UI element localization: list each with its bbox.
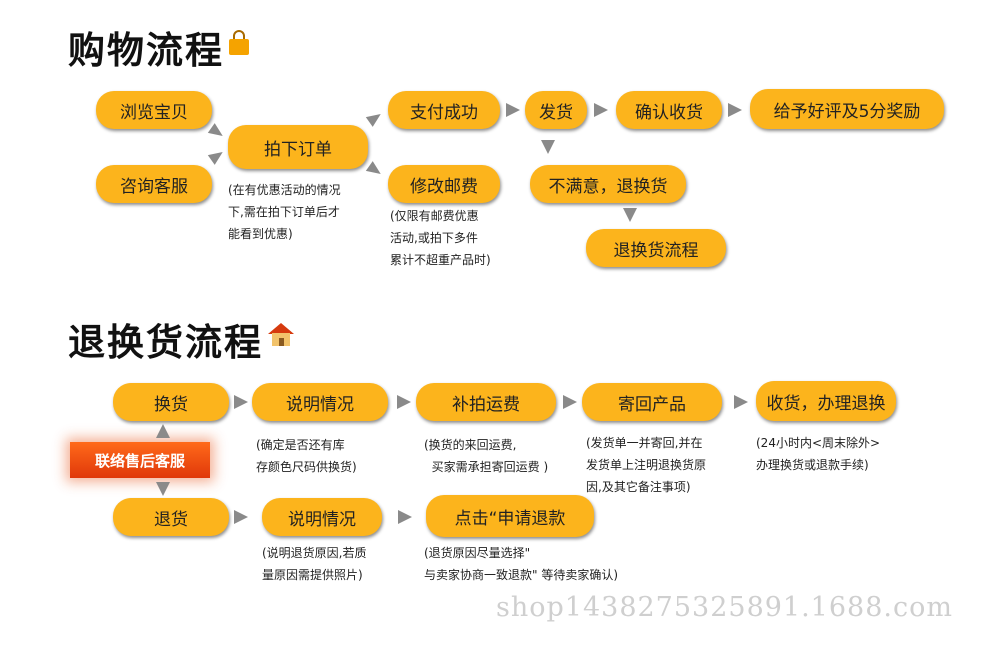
arrow-icon — [623, 208, 637, 222]
arrow-icon — [734, 395, 748, 409]
arrow-icon — [506, 103, 520, 117]
arrow-icon — [156, 424, 170, 438]
step-ship[interactable]: 发货 — [525, 91, 587, 129]
step-repay-shipping[interactable]: 补拍运费 — [416, 383, 556, 421]
shopping-flow-title: 购物流程 — [68, 29, 224, 72]
step-apply-refund[interactable]: 点击“申请退款 — [426, 495, 594, 537]
step-confirm-receipt[interactable]: 确认收货 — [616, 91, 722, 129]
arrow-icon — [207, 123, 227, 141]
step-explain-refund[interactable]: 说明情况 — [262, 498, 382, 536]
arrow-icon — [207, 147, 227, 165]
step-receive-process[interactable]: 收货，办理退换 — [756, 381, 896, 421]
arrow-icon — [365, 109, 385, 127]
step-modify-postage[interactable]: 修改邮费 — [388, 165, 500, 203]
arrow-icon — [365, 161, 385, 179]
step-return-flow[interactable]: 退换货流程 — [586, 229, 726, 267]
explain-exchange-note: (确定是否还有库 存颜色尺码供换货) — [256, 438, 357, 474]
step-consult[interactable]: 咨询客服 — [96, 165, 212, 203]
step-unsatisfied-return[interactable]: 不满意，退换货 — [530, 165, 686, 203]
arrow-icon — [541, 140, 555, 154]
arrow-icon — [156, 482, 170, 496]
arrow-icon — [397, 395, 411, 409]
shipping-note: (换货的来回运费, 买家需承担寄回运费 ) — [424, 438, 549, 474]
order-note: (在有优惠活动的情况 下,需在拍下订单后才 能看到优惠) — [228, 183, 341, 241]
house-icon — [266, 320, 296, 348]
step-explain-exchange[interactable]: 说明情况 — [252, 383, 388, 421]
explain-refund-note: (说明退货原因,若质 量原因需提供照片) — [262, 546, 367, 582]
step-send-back[interactable]: 寄回产品 — [582, 383, 722, 421]
refund-note: (退货原因尽量选择" 与卖家协商一致退款" 等待卖家确认) — [424, 546, 619, 582]
arrow-icon — [563, 395, 577, 409]
arrow-icon — [728, 103, 742, 117]
step-review-reward[interactable]: 给予好评及5分奖励 — [750, 89, 944, 129]
step-exchange[interactable]: 换货 — [113, 383, 229, 421]
shopping-bag-icon — [228, 30, 250, 56]
receive-note: (24小时内<周末除外> 办理换货或退款手续) — [756, 436, 881, 472]
postage-note: (仅限有邮费优惠 活动,或拍下多件 累计不超重产品时) — [390, 209, 491, 267]
step-place-order[interactable]: 拍下订单 — [228, 125, 368, 169]
shop-watermark: shop1438275325891.1688.com — [496, 592, 953, 623]
arrow-icon — [398, 510, 412, 524]
step-payment-success[interactable]: 支付成功 — [388, 91, 500, 129]
step-refund[interactable]: 退货 — [113, 498, 229, 536]
arrow-icon — [234, 510, 248, 524]
sendback-note: (发货单一并寄回,并在 发货单上注明退换货原 因,及其它备注事项) — [586, 436, 707, 494]
return-flow-title: 退换货流程 — [68, 321, 263, 364]
arrow-icon — [234, 395, 248, 409]
step-browse[interactable]: 浏览宝贝 — [96, 91, 212, 129]
arrow-icon — [594, 103, 608, 117]
contact-after-sales-button[interactable]: 联络售后客服 — [70, 442, 210, 478]
